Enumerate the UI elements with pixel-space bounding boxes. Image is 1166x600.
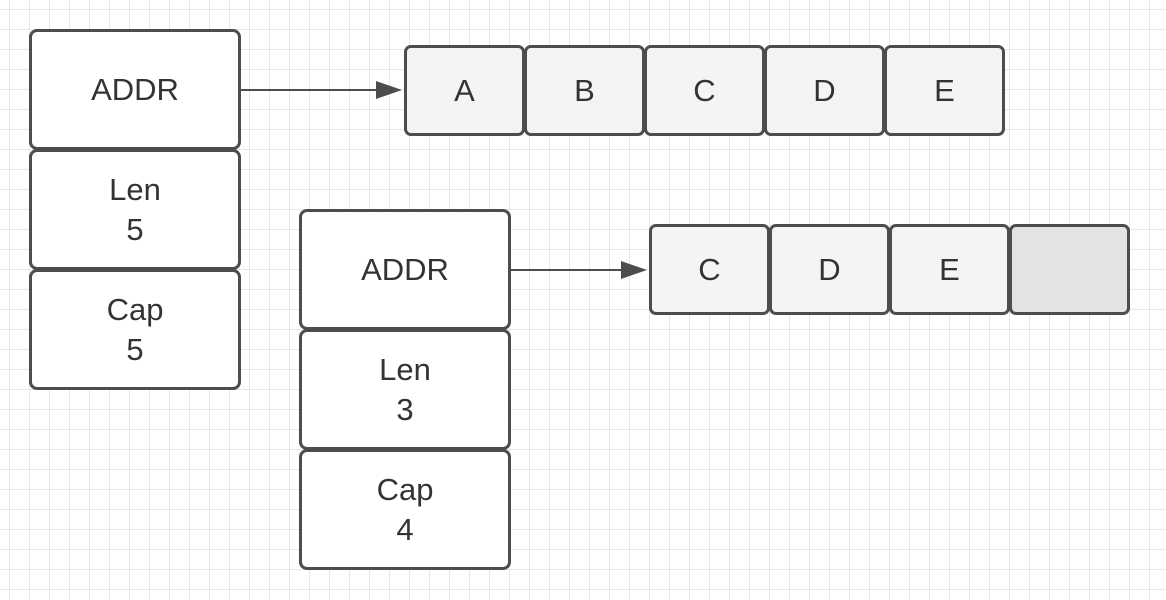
array-1-cell-label: C xyxy=(693,72,716,108)
array-1-cell: D xyxy=(764,45,885,136)
array-2-cell: D xyxy=(769,224,890,315)
array-1-cell: B xyxy=(524,45,645,136)
slice-1-cap-value: 5 xyxy=(126,331,144,367)
slice-1-cap-box: Cap 5 xyxy=(29,269,241,390)
slice-1-len-box: Len 5 xyxy=(29,149,241,270)
array-1-cell-label: B xyxy=(574,72,595,108)
slice-2-cap-box: Cap 4 xyxy=(299,449,511,570)
slice-1-cap-label: Cap xyxy=(106,291,164,327)
array-2-cell: C xyxy=(649,224,770,315)
slice-2-addr-box: ADDR xyxy=(299,209,511,330)
array-2-cell-label: C xyxy=(698,251,721,287)
slice-2-pointer-arrow xyxy=(511,261,647,279)
array-1-cell-label: D xyxy=(813,72,836,108)
slice-2-cap-value: 4 xyxy=(396,511,414,547)
slice-2-addr-label: ADDR xyxy=(361,251,449,287)
array-2-empty-cell xyxy=(1009,224,1130,315)
slice-2-cap-label: Cap xyxy=(376,471,434,507)
array-2-cell: E xyxy=(889,224,1010,315)
array-2-cell-label: E xyxy=(939,251,960,287)
slice-1-len-label: Len xyxy=(109,171,161,207)
array-1-cell: C xyxy=(644,45,765,136)
slice-1-addr-label: ADDR xyxy=(91,71,179,107)
array-1-cell-label: E xyxy=(934,72,955,108)
array-2-cell-label: D xyxy=(818,251,841,287)
slice-2-len-value: 3 xyxy=(396,391,414,427)
slice-1-len-value: 5 xyxy=(126,211,144,247)
array-1-cell: E xyxy=(884,45,1005,136)
array-1-cell: A xyxy=(404,45,525,136)
slice-2-len-label: Len xyxy=(379,351,431,387)
array-1-cell-label: A xyxy=(454,72,475,108)
slice-1-pointer-arrow xyxy=(241,81,402,99)
slice-1-addr-box: ADDR xyxy=(29,29,241,150)
slice-2-len-box: Len 3 xyxy=(299,329,511,450)
